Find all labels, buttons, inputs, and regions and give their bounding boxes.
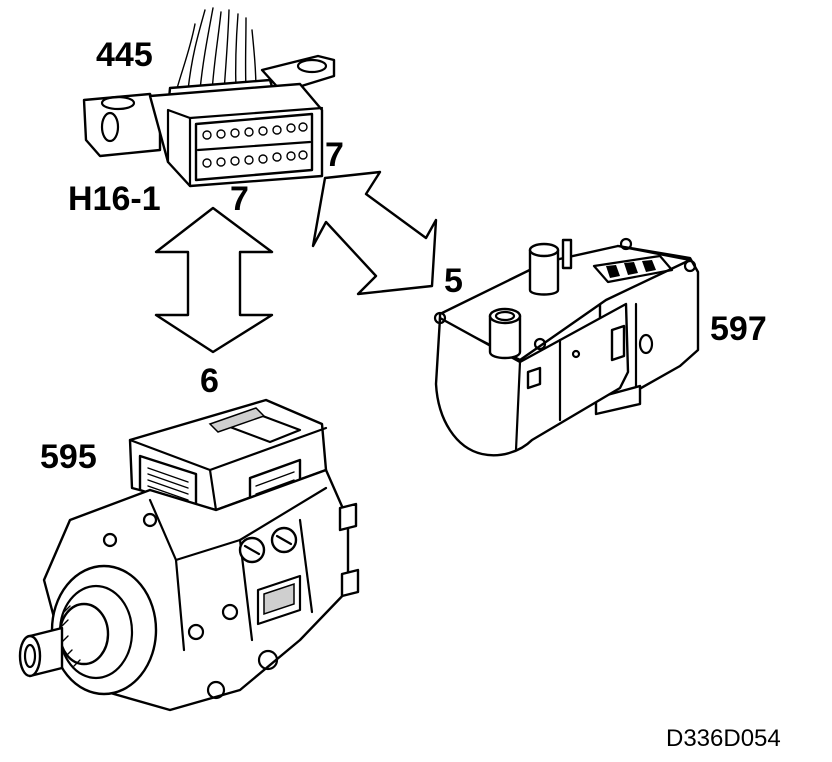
label-pin-6: 6 xyxy=(200,362,219,400)
label-pin-7-left: 7 xyxy=(230,180,249,218)
diagnostic-connector-icon xyxy=(82,7,336,188)
figure-id: D336D054 xyxy=(666,725,781,752)
label-597: 597 xyxy=(710,310,767,348)
heater-unit-icon xyxy=(433,237,700,457)
label-pin-7-top: 7 xyxy=(325,136,344,174)
label-445: 445 xyxy=(96,36,153,74)
double-arrow-diagonal-icon xyxy=(311,170,438,296)
label-595: 595 xyxy=(40,438,97,476)
label-h16-1: H16-1 xyxy=(68,180,161,218)
label-pin-5: 5 xyxy=(444,262,463,300)
double-arrow-vertical-icon xyxy=(154,206,274,354)
injection-pump-icon xyxy=(18,398,360,712)
